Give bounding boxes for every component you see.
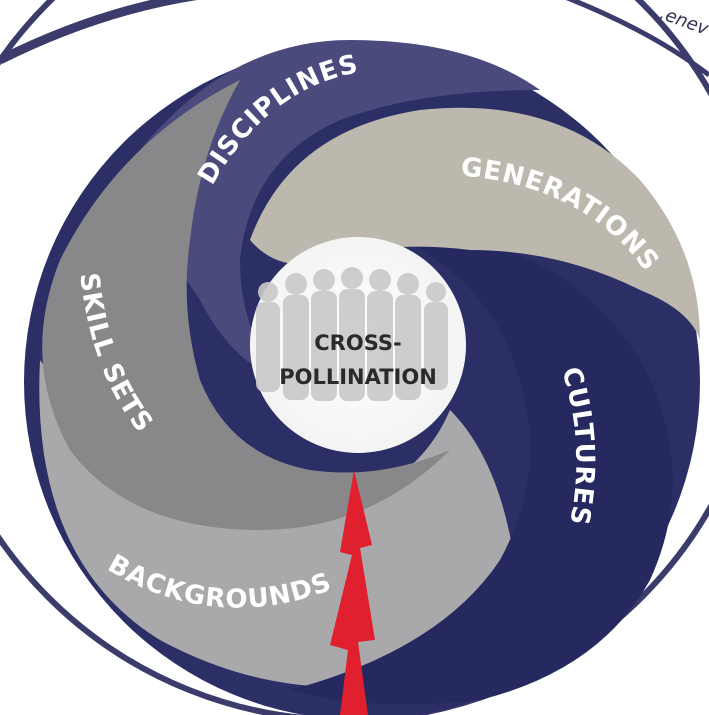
outer-ring-arc [0,0,198,65]
people-silhouette-icon [256,267,448,401]
segment-skill-sets [42,80,450,530]
lightning-bolt-icon [330,470,375,715]
segment-cultures [290,230,673,705]
center-title-line2: POLLINATION [279,365,437,389]
segment-generations [250,107,700,340]
outer-ring-arc-right [565,0,709,77]
segment-disciplines [140,40,540,380]
center-title-line1: CROSS- [314,331,401,355]
corner-text: ...enev [646,0,709,40]
